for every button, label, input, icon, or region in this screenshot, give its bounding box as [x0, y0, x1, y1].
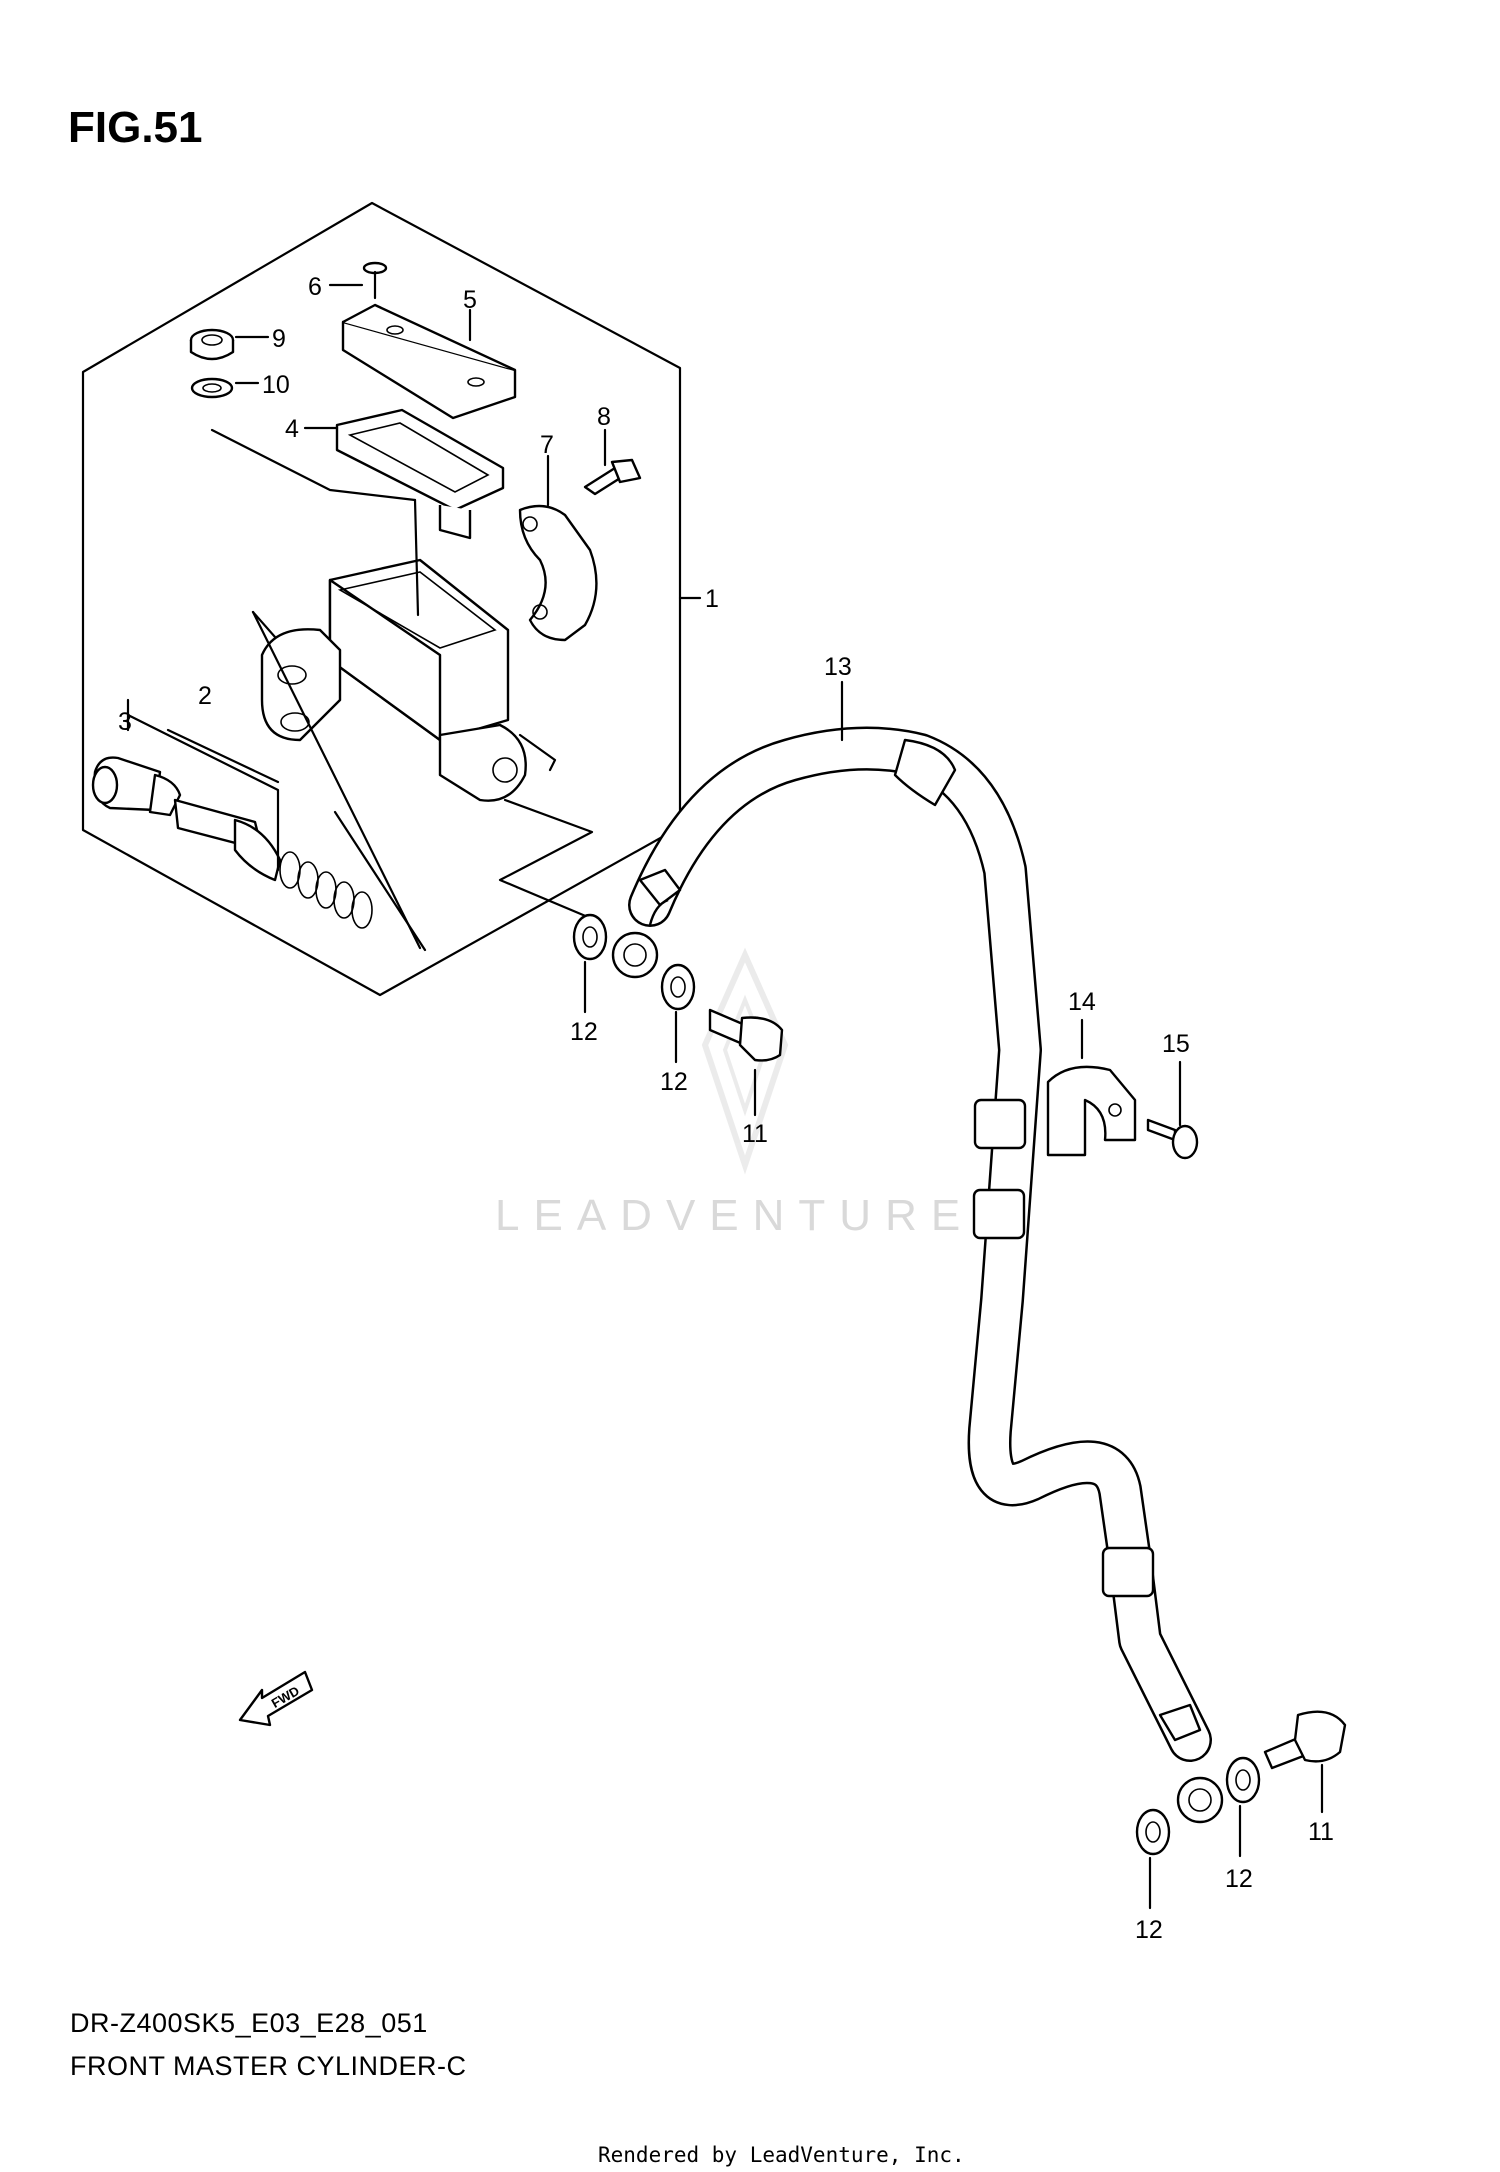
- clamp-bolt[interactable]: [583, 458, 642, 496]
- callout-3: 3: [118, 708, 132, 736]
- assembly-1-outline: [81, 201, 682, 997]
- diaphragm-plate[interactable]: [335, 408, 505, 540]
- render-credit: Rendered by LeadVenture, Inc.: [598, 2143, 965, 2167]
- callout-2: 2: [198, 682, 212, 710]
- callout-15: 15: [1162, 1030, 1190, 1058]
- union-bolt-11b[interactable]: [1263, 1710, 1347, 1770]
- union-bolt-11a[interactable]: [708, 1008, 784, 1062]
- handlebar-clamp[interactable]: [518, 504, 598, 642]
- callout-12b: 12: [660, 1068, 688, 1096]
- callout-12d: 12: [1225, 1865, 1253, 1893]
- exploded-view-lines: [126, 428, 597, 952]
- washer-12c[interactable]: [1135, 1808, 1171, 1856]
- callout-11a: 11: [742, 1120, 768, 1148]
- callout-8: 8: [597, 403, 611, 431]
- diagram-name: FRONT MASTER CYLINDER-C: [70, 2051, 467, 2081]
- callout-7: 7: [540, 431, 554, 459]
- watermark: LEADVENTURE: [495, 947, 974, 1240]
- watermark-text: LEADVENTURE: [495, 1191, 974, 1240]
- washer-12d[interactable]: [1225, 1756, 1261, 1804]
- reservoir-cap[interactable]: [341, 303, 517, 420]
- model-code: DR-Z400SK5_E03_E28_051: [70, 2008, 428, 2038]
- piston-assembly[interactable]: [91, 756, 373, 929]
- figure-title: FIG.51: [68, 103, 203, 152]
- callout-13: 13: [824, 653, 852, 681]
- callout-12c: 12: [1135, 1916, 1163, 1944]
- boot-washer[interactable]: [190, 377, 234, 399]
- rubber-boot[interactable]: [189, 328, 235, 361]
- washer-12b[interactable]: [660, 963, 696, 1011]
- clamp-screw[interactable]: [1146, 1118, 1199, 1160]
- washer-12a[interactable]: [572, 913, 608, 961]
- callout-9: 9: [272, 325, 286, 353]
- brake-hose[interactable]: [611, 726, 1224, 1824]
- fwd-arrow-icon: FWD: [238, 1670, 314, 1727]
- callout-5: 5: [463, 286, 477, 314]
- master-cylinder-body[interactable]: [260, 558, 557, 802]
- callout-1: 1: [705, 585, 719, 613]
- callout-6: 6: [308, 273, 322, 301]
- callout-4: 4: [285, 415, 299, 443]
- callout-12a: 12: [570, 1018, 598, 1046]
- callout-14: 14: [1068, 988, 1096, 1016]
- hose-clamp[interactable]: [1046, 1065, 1137, 1157]
- cap-screw[interactable]: [362, 261, 388, 300]
- callout-11b: 11: [1308, 1818, 1334, 1846]
- callout-10: 10: [262, 371, 290, 399]
